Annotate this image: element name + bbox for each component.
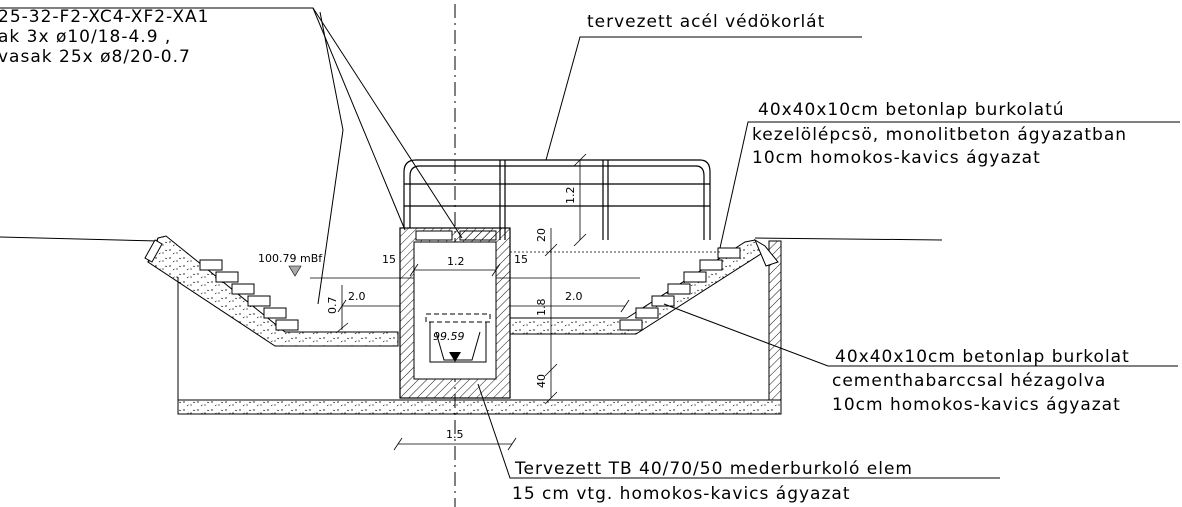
right-retaining-wall	[768, 240, 782, 401]
steps-line2: kezelölépcsö, monolitbeton ágyazatban	[752, 125, 1127, 145]
left-steps	[199, 259, 299, 331]
wall-15-left-label: 15	[382, 253, 396, 266]
inner-width-label: 1.2	[447, 255, 465, 268]
depth-1-8-label: 1.8	[535, 299, 548, 317]
shaft-structure	[399, 227, 511, 399]
steps-line1: 40x40x10cm betonlap burkolatú	[758, 100, 1065, 120]
steps-line3: 10cm homokos-kavics ágyazat	[752, 148, 1041, 168]
concrete-spec-callout: 25-32-F2-XC4-XF2-XA1 ak 3x ø10/18-4.9 , …	[0, 7, 209, 67]
steps-callout: 40x40x10cm betonlap burkolatú kezelölépc…	[752, 100, 1127, 168]
depth-0-7-label: 0.7	[326, 297, 339, 315]
channel-line2: 15 cm vtg. homokos-kavics ágyazat	[512, 484, 851, 504]
slope-paving-line3: 10cm homokos-kavics ágyazat	[832, 395, 1121, 415]
ground-line-left	[0, 236, 159, 242]
left-2-0-label: 2.0	[348, 290, 366, 303]
railing-height-label: 1.2	[564, 187, 577, 205]
base-width-label: 1.5	[446, 428, 464, 441]
concrete-spec-line2: ak 3x ø10/18-4.9 ,	[0, 27, 171, 47]
slab-40-label: 40	[535, 374, 548, 388]
leader-lines	[0, 7, 1180, 479]
channel-line1: Tervezett TB 40/70/50 mederburkoló elem	[514, 459, 913, 479]
dimension-lines	[335, 153, 630, 451]
level-marker	[288, 265, 302, 277]
railing-label: tervezett acél védökorlát	[587, 12, 825, 32]
right-2-0-label: 2.0	[565, 290, 583, 303]
wall-15-right-label: 15	[514, 253, 528, 266]
level-mbf-label: 100.79 mBf	[258, 252, 323, 265]
ground-line-right	[754, 237, 943, 241]
gravel-bed	[177, 399, 782, 415]
slope-paving-line1: 40x40x10cm betonlap burkolat	[835, 347, 1130, 367]
concrete-spec-line3: vasak 25x ø8/20-0.7	[0, 47, 191, 67]
right-steps	[619, 247, 741, 331]
slope-paving-line2: cementhabarccsal hézagolva	[832, 371, 1106, 391]
railing	[403, 159, 711, 240]
left-slope-paving	[144, 235, 399, 347]
concrete-spec-line1: 25-32-F2-XC4-XF2-XA1	[0, 7, 209, 27]
top-20-label: 20	[535, 228, 548, 242]
channel-callout: Tervezett TB 40/70/50 mederburkoló elem …	[512, 459, 913, 504]
slope-paving-callout: 40x40x10cm betonlap burkolat cementhabar…	[832, 347, 1130, 415]
bottom-level-label: 99.59	[433, 330, 465, 343]
